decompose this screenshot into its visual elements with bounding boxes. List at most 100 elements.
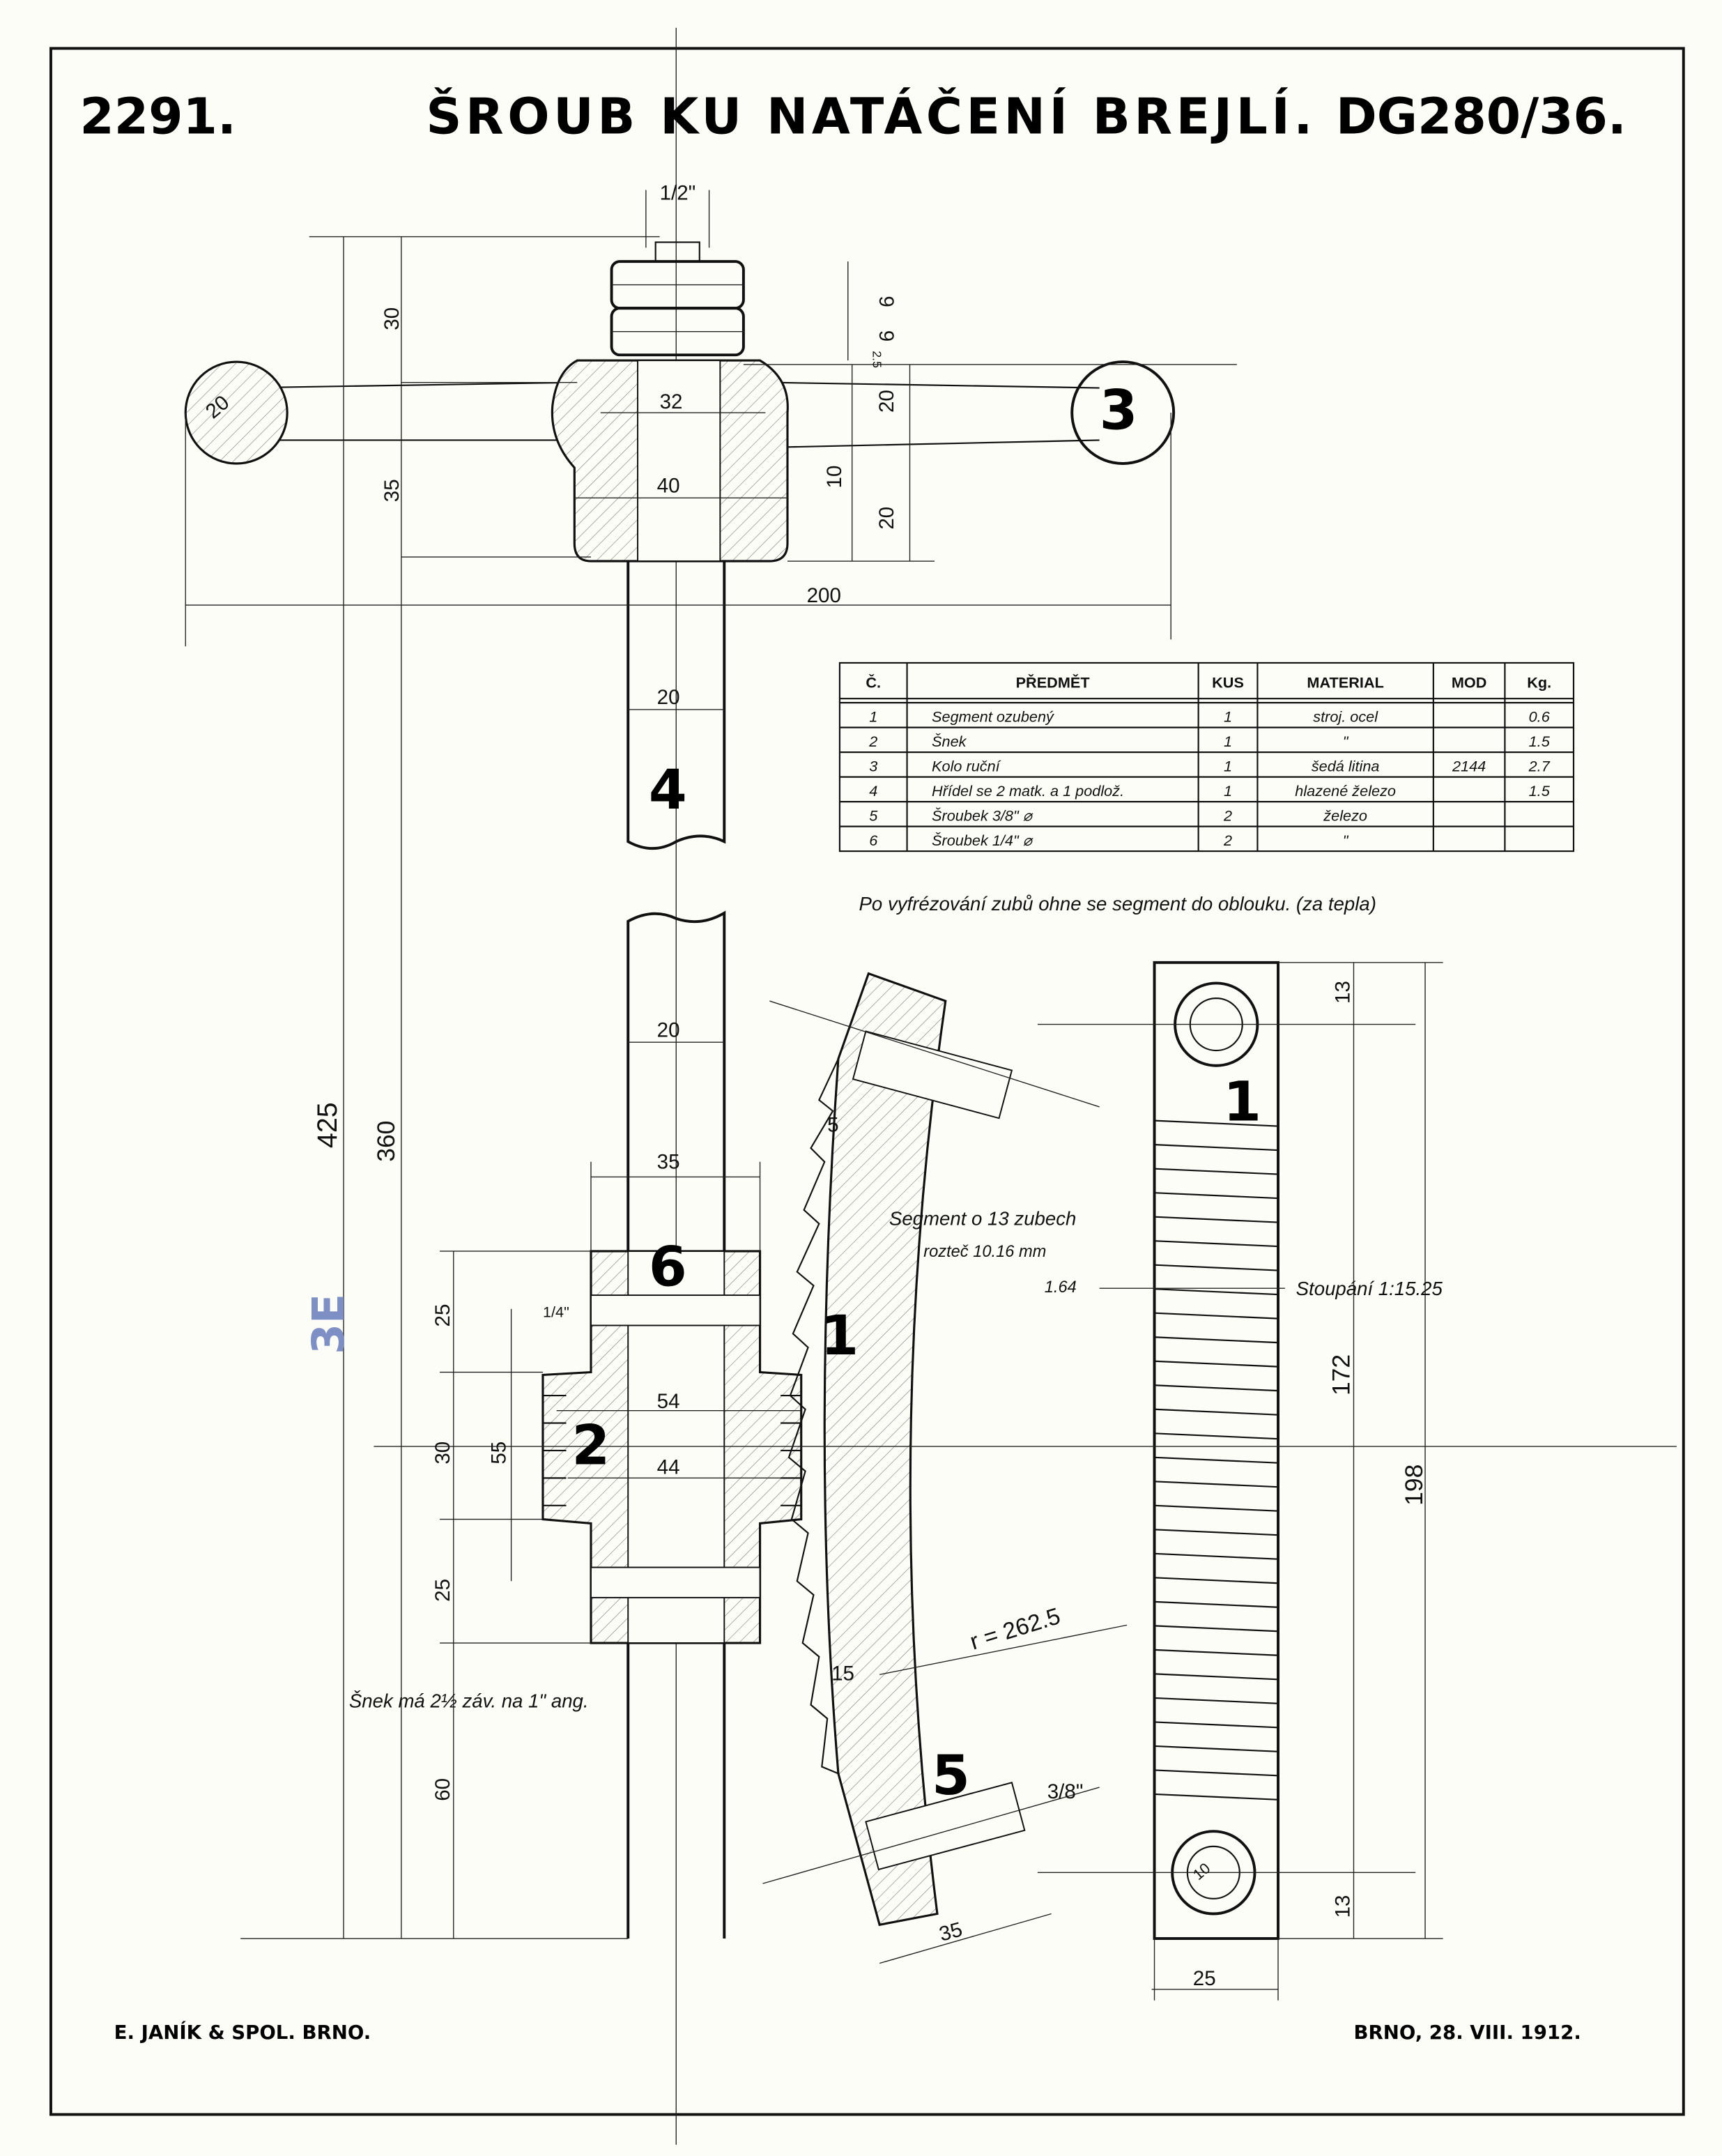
note-lead: Stoupání 1:15.25 bbox=[1296, 1278, 1443, 1299]
shaft-part-4 bbox=[626, 561, 726, 1939]
thread-line bbox=[1154, 1312, 1279, 1320]
table-cell: 5 bbox=[869, 807, 878, 825]
thread-line bbox=[1154, 1793, 1279, 1801]
note-worm: Šnek má 2½ záv. na 1" ang. bbox=[349, 1690, 589, 1712]
table-cell: 1 bbox=[1224, 733, 1232, 750]
thread-line bbox=[1154, 1529, 1279, 1536]
thread-line bbox=[1154, 1119, 1279, 1127]
notes: Po vyfrézování zubů ohne se segment do o… bbox=[349, 893, 1443, 1712]
dim-9a: 9 bbox=[875, 296, 898, 307]
table-header-cell: PŘEDMĚT bbox=[1016, 673, 1091, 691]
table-header-cell: MATERIAL bbox=[1307, 673, 1383, 691]
thread-line bbox=[1154, 1384, 1279, 1392]
table-cell: hlazené železo bbox=[1295, 782, 1396, 800]
table-cell: železo bbox=[1323, 807, 1367, 825]
table-cell: Hřídel se 2 matk. a 1 podlož. bbox=[932, 782, 1124, 800]
segment-flat-view bbox=[1037, 961, 1416, 1940]
dim-15: 15 bbox=[831, 1662, 854, 1685]
table-cell: Kolo ruční bbox=[932, 758, 1001, 775]
dim-10: 10 bbox=[823, 466, 846, 489]
table-header-cell: KUS bbox=[1212, 673, 1244, 691]
thread-line bbox=[1154, 1769, 1279, 1777]
table-cell: 2 bbox=[868, 733, 877, 750]
dim-30b: 30 bbox=[431, 1442, 454, 1465]
dim-half-inch: 1/2" bbox=[660, 181, 696, 204]
dim-54: 54 bbox=[657, 1390, 680, 1413]
thread-line bbox=[1154, 1240, 1279, 1248]
part-label-1-segment: 1 bbox=[820, 1303, 859, 1368]
thread-line bbox=[1154, 1625, 1279, 1633]
part-label-1-flat: 1 bbox=[1223, 1070, 1261, 1134]
dim-35-worm: 35 bbox=[657, 1151, 680, 1174]
dim-35: 35 bbox=[380, 479, 403, 502]
thread-line bbox=[1154, 1577, 1279, 1584]
dim-200: 200 bbox=[807, 584, 841, 607]
dimension-lines bbox=[185, 190, 1677, 2001]
note-bend: Po vyfrézování zubů ohne se segment do o… bbox=[859, 893, 1376, 915]
table-cell: Šroubek 3/8" ⌀ bbox=[932, 807, 1033, 825]
table-header-cell: MOD bbox=[1452, 673, 1487, 691]
thread-line bbox=[1154, 1552, 1279, 1560]
parts-table: Č. PŘEDMĚT KUS MATERIAL MOD Kg. 1 Segment ozube… bbox=[838, 662, 1575, 853]
table-cell: Segment ozubený bbox=[932, 708, 1054, 726]
table-cell: stroj. ocel bbox=[1313, 708, 1378, 726]
dim-40: 40 bbox=[657, 474, 680, 497]
table-cell: 3 bbox=[869, 758, 877, 775]
dim-55: 55 bbox=[488, 1442, 511, 1465]
table-cell: Šroubek 1/4" ⌀ bbox=[932, 832, 1033, 849]
table-header-cell: Kg. bbox=[1527, 673, 1551, 691]
table-cell: 1 bbox=[1224, 708, 1232, 726]
dim-9b: 9 bbox=[875, 330, 898, 342]
dim-13b: 13 bbox=[1332, 1895, 1355, 1918]
table-cell: 2144 bbox=[1452, 758, 1486, 775]
dim-shaft-20a: 20 bbox=[657, 686, 680, 709]
thread-line bbox=[1154, 1168, 1279, 1175]
table-cell: Šnek bbox=[932, 733, 967, 750]
thread-line bbox=[1154, 1288, 1279, 1296]
dim-shaft-20b: 20 bbox=[657, 1018, 680, 1041]
dimension-labels: 1/2" 30 35 9 9 2.5 32 40 20 20 10 20 200… bbox=[201, 181, 1428, 1990]
part-label-2: 2 bbox=[571, 1414, 610, 1478]
table-cell: 1 bbox=[1224, 782, 1232, 800]
drawing-number: 2291. bbox=[79, 88, 236, 146]
dim-32: 32 bbox=[660, 390, 683, 413]
dim-198: 198 bbox=[1400, 1465, 1428, 1506]
thread-line bbox=[1154, 1481, 1279, 1488]
table-cell: 6 bbox=[869, 832, 878, 849]
dim-20a: 20 bbox=[875, 390, 898, 413]
table-cell: " bbox=[1343, 733, 1349, 750]
table-cell: 0.6 bbox=[1529, 708, 1551, 726]
dim-25b: 25 bbox=[431, 1579, 454, 1602]
thread-line bbox=[1154, 1360, 1279, 1368]
table-cell: šedá litina bbox=[1312, 758, 1380, 775]
note-segment-pitch: rozteč 10.16 mm bbox=[923, 1243, 1046, 1261]
table-cell: 1.5 bbox=[1529, 733, 1551, 750]
part-label-4: 4 bbox=[649, 758, 687, 822]
table-cell: 2.7 bbox=[1528, 758, 1551, 775]
thread-line bbox=[1154, 1144, 1279, 1152]
dim-60: 60 bbox=[431, 1778, 454, 1801]
segment-part-1 bbox=[762, 972, 1128, 1927]
dim-172: 172 bbox=[1328, 1354, 1355, 1396]
dim-425: 425 bbox=[312, 1102, 343, 1148]
drawing-title: ŠROUB KU NATÁČENÍ BREJLÍ. bbox=[426, 87, 1312, 146]
dim-25a: 25 bbox=[431, 1304, 454, 1327]
note-segment-teeth: Segment o 13 zubech bbox=[889, 1208, 1076, 1230]
thread-line bbox=[1154, 1456, 1279, 1464]
title-block: 2291. ŠROUB KU NATÁČENÍ BREJLÍ. DG280/36… bbox=[79, 87, 1627, 146]
thread-line bbox=[1154, 1264, 1279, 1271]
part-labels: 3 4 6 2 1 1 5 bbox=[571, 379, 1261, 1807]
table-cell: " bbox=[1343, 832, 1349, 849]
thread-line bbox=[1154, 1432, 1279, 1440]
table-cell: 2 bbox=[1223, 832, 1232, 849]
thread-line bbox=[1154, 1745, 1279, 1752]
dim-25c: 25 bbox=[1193, 1967, 1216, 1990]
dim-10-hole: 10 bbox=[1190, 1859, 1214, 1883]
dim-20b: 20 bbox=[875, 507, 898, 530]
thread-line bbox=[1154, 1504, 1279, 1512]
thread-line bbox=[1154, 1216, 1279, 1223]
handwheel-part-3 bbox=[184, 241, 1176, 563]
thread-line bbox=[1154, 1649, 1279, 1656]
dim-360: 360 bbox=[372, 1121, 400, 1162]
table-header-cell: Č. bbox=[866, 673, 881, 691]
